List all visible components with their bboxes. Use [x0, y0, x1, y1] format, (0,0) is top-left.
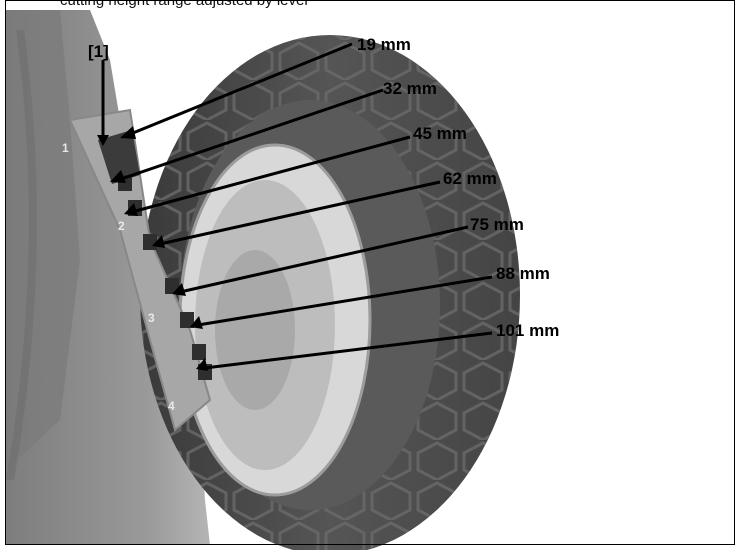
leader-88mm	[197, 275, 493, 327]
arrow-heads	[97, 126, 208, 371]
scale-number-4: 4	[168, 399, 175, 413]
height-label-88mm: 88 mm	[496, 264, 550, 283]
leader-45mm	[131, 135, 411, 214]
adjustment-lever	[98, 130, 140, 184]
height-label-75mm: 75 mm	[470, 215, 524, 234]
height-label-45mm: 45 mm	[413, 124, 467, 143]
height-adjuster-panel	[68, 108, 212, 432]
height-label-62mm: 62 mm	[443, 169, 497, 188]
leader-75mm	[179, 225, 469, 294]
height-label-32mm: 32 mm	[383, 79, 437, 98]
wheel-rim	[178, 143, 372, 497]
callout-label: [1]	[88, 42, 109, 61]
leader-19mm	[127, 42, 353, 137]
caption-text: cutting height range adjusted by lever	[60, 0, 310, 9]
height-label-101mm: 101 mm	[496, 321, 560, 340]
leader-32mm	[117, 88, 384, 182]
scale-number-2: 2	[118, 219, 125, 233]
height-label-19mm: 19 mm	[357, 35, 411, 54]
leader-lines	[101, 42, 493, 370]
leader-101mm	[204, 331, 493, 370]
leader-62mm	[159, 180, 441, 246]
scale-number-1: 1	[62, 141, 69, 155]
scale-number-3: 3	[148, 311, 155, 325]
